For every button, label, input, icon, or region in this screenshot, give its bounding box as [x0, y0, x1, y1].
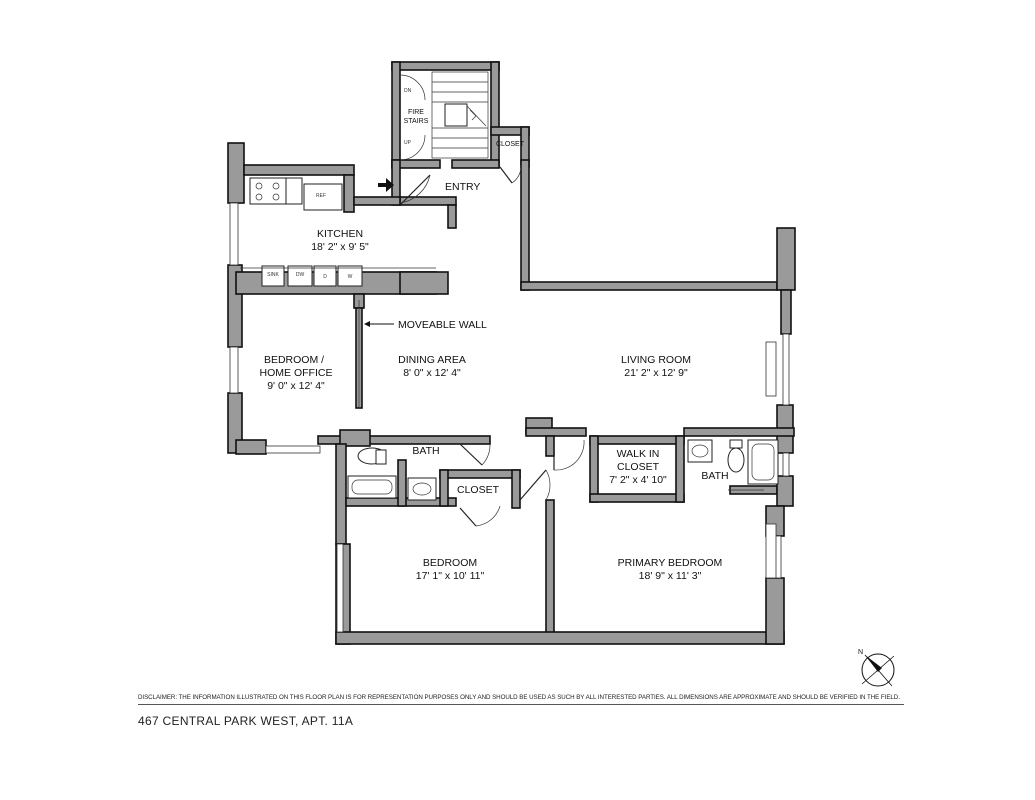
- sink-label: SINK: [267, 272, 279, 278]
- kitchen-dims: 18' 2" x 9' 5": [311, 241, 369, 253]
- footer-divider: [138, 704, 904, 705]
- living-dims: 21' 2" x 12' 9": [624, 367, 688, 379]
- dw-label: DW: [296, 272, 305, 278]
- windows: [229, 202, 790, 633]
- bedroom-dims: 17' 1" x 10' 11": [416, 570, 485, 582]
- bedroom-office-dims: 9' 0" x 12' 4": [267, 380, 325, 392]
- walk-in-closet-name-1: WALK IN: [617, 448, 660, 460]
- walk-in-closet-dims: 7' 2" x 4' 10": [609, 474, 667, 486]
- dining-name: DINING AREA: [398, 354, 466, 366]
- bedroom-name: BEDROOM: [423, 557, 477, 569]
- moveable-wall-arrow-icon: [364, 321, 394, 327]
- doors: [358, 74, 585, 527]
- closet-top-label: CLOSET: [496, 141, 525, 148]
- bath-2-label: BATH: [701, 470, 728, 482]
- disclaimer-text: DISCLAIMER: THE INFORMATION ILLUSTRATED …: [138, 694, 900, 701]
- entry-arrow-icon: [378, 178, 394, 192]
- bath-1-label: BATH: [412, 445, 439, 457]
- kitchen-fixtures: [240, 177, 436, 287]
- bedroom-office-name-1: BEDROOM /: [264, 354, 324, 366]
- ref-label: REF: [316, 193, 326, 199]
- stairs-up-label: UP: [404, 140, 412, 146]
- address-text: 467 CENTRAL PARK WEST, APT. 11A: [138, 714, 354, 728]
- entry-label: ENTRY: [445, 181, 480, 193]
- fire-stairs-label-2: STAIRS: [404, 118, 429, 125]
- walk-in-closet-name-2: CLOSET: [617, 461, 660, 473]
- walls: [227, 61, 796, 645]
- dining-dims: 8' 0" x 12' 4": [403, 367, 461, 379]
- living-name: LIVING ROOM: [621, 354, 691, 366]
- north-label: N: [858, 649, 863, 656]
- washer-label: W: [348, 274, 353, 280]
- closet-mid-label: CLOSET: [457, 484, 500, 496]
- primary-bedroom-dims: 18' 9" x 11' 3": [639, 570, 702, 582]
- primary-bedroom-name: PRIMARY BEDROOM: [618, 557, 723, 569]
- bath-fixtures: [347, 439, 779, 501]
- moveable-wall-label: MOVEABLE WALL: [398, 319, 487, 331]
- stairs-dn-label: DN: [404, 88, 412, 94]
- bedroom-office-name-2: HOME OFFICE: [260, 367, 333, 379]
- fire-stairs-label-1: FIRE: [408, 109, 424, 116]
- fire-stairs: [431, 71, 489, 159]
- dryer-label: D: [323, 274, 327, 280]
- north-arrow-icon: N: [858, 649, 895, 687]
- room-labels: KITCHEN 18' 2" x 9' 5" BEDROOM / HOME OF…: [260, 88, 729, 582]
- kitchen-name: KITCHEN: [317, 228, 363, 240]
